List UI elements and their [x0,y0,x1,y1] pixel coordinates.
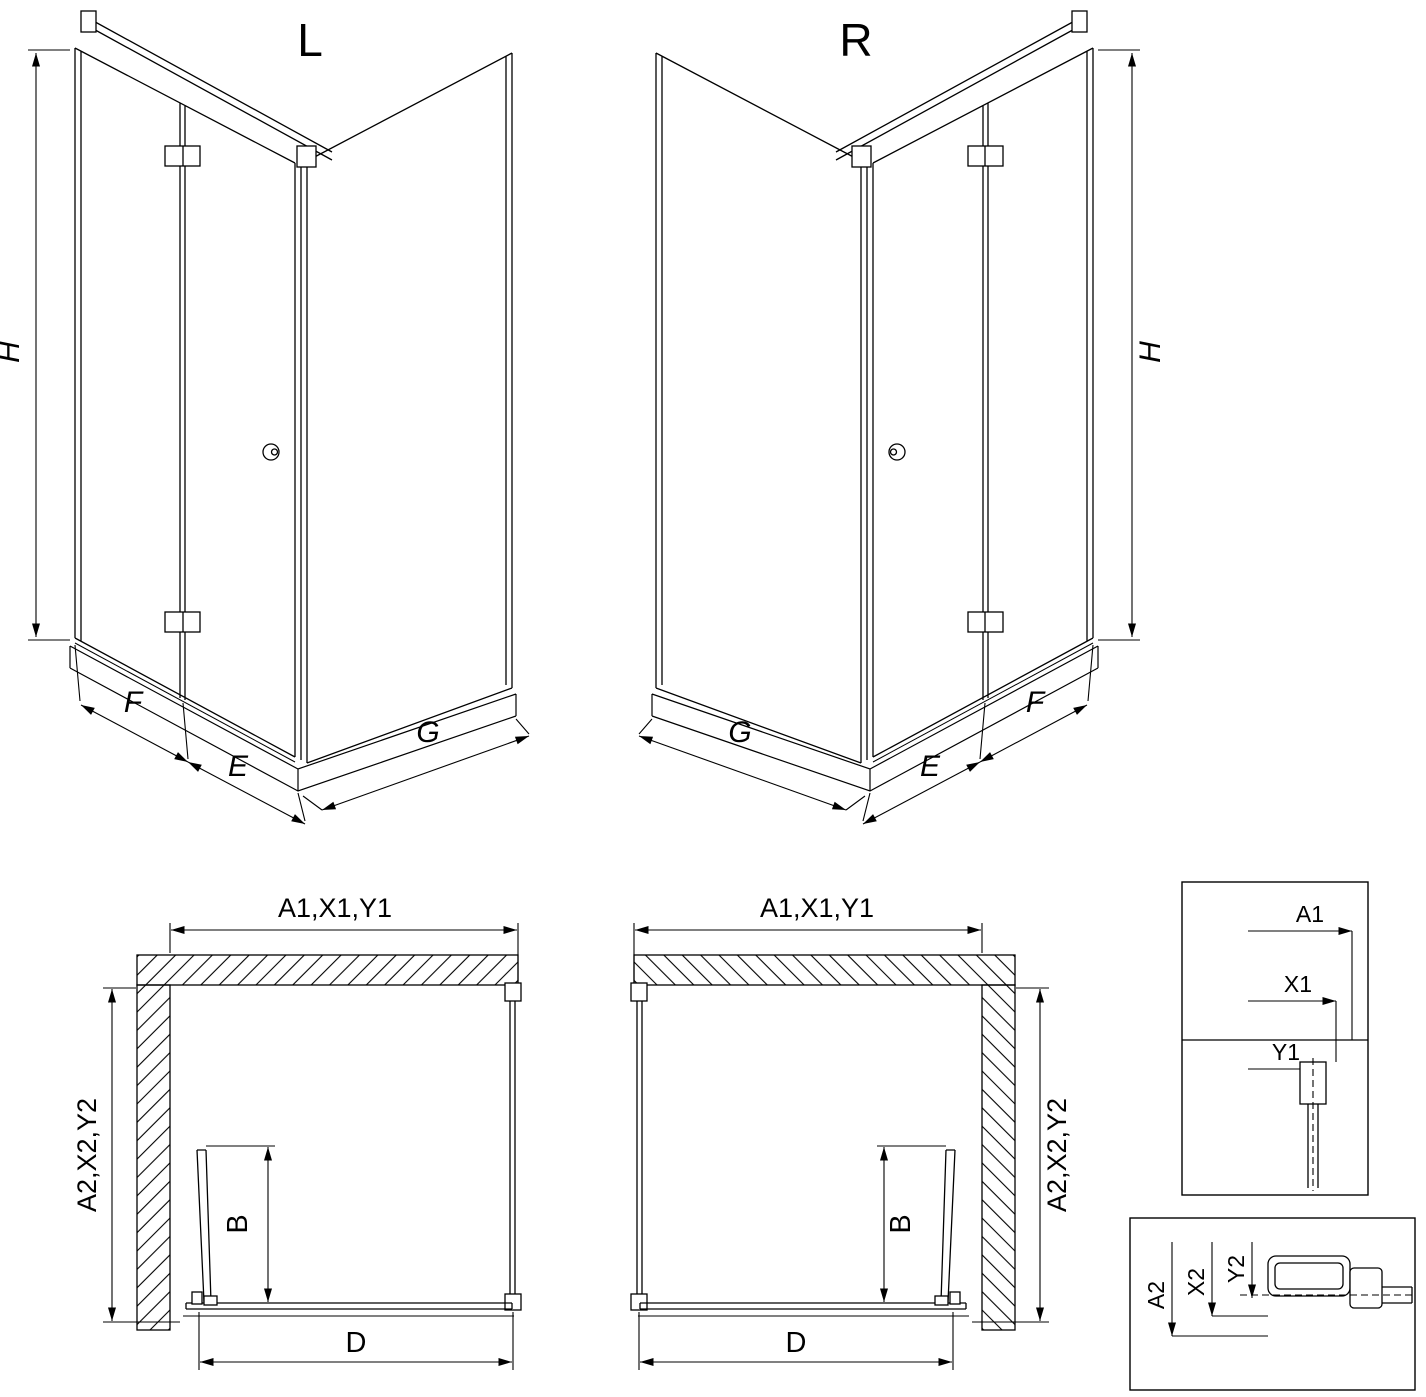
label-right-f: F [1026,686,1046,719]
detail-width-inset [1181,881,1369,1196]
label-detail-x1: X1 [1284,971,1312,997]
label-detail-y1: Y1 [1272,1039,1300,1065]
plan-view-right [631,923,1049,1370]
label-right-e: E [920,750,941,783]
label-plan-left-d: D [346,1327,367,1359]
label-plan-left-depth: A2,X2,Y2 [72,1098,102,1212]
label-left-height: H [0,341,26,363]
label-plan-left-width: A1,X1,Y1 [278,893,392,923]
label-left-e: E [228,750,249,783]
iso-view-left [28,11,529,824]
detail-depth-inset [1129,1217,1416,1391]
label-plan-right-b: B [885,1214,917,1233]
label-detail-y2: Y2 [1223,1255,1249,1283]
label-detail-x2: X2 [1183,1268,1209,1296]
label-plan-right-d: D [786,1327,807,1359]
labels: L R H F E G H F E G A1,X1,Y1 A2,X2,Y2 B … [0,14,1324,1359]
label-plan-right-width: A1,X1,Y1 [760,893,874,923]
label-right-height: H [1134,341,1167,363]
label-plan-left-b: B [222,1214,254,1233]
label-detail-a1: A1 [1296,901,1324,927]
plan-view-left [103,923,521,1370]
label-variant-left: L [297,14,323,66]
label-plan-right-depth: A2,X2,Y2 [1042,1098,1072,1212]
iso-view-right [639,11,1140,824]
profile-clamp [1349,1267,1383,1309]
profile-body [1267,1255,1351,1297]
label-right-g: G [728,716,751,749]
label-variant-right: R [839,14,872,66]
label-detail-a2: A2 [1143,1281,1169,1309]
label-left-f: F [124,686,144,719]
label-left-g: G [416,716,439,749]
